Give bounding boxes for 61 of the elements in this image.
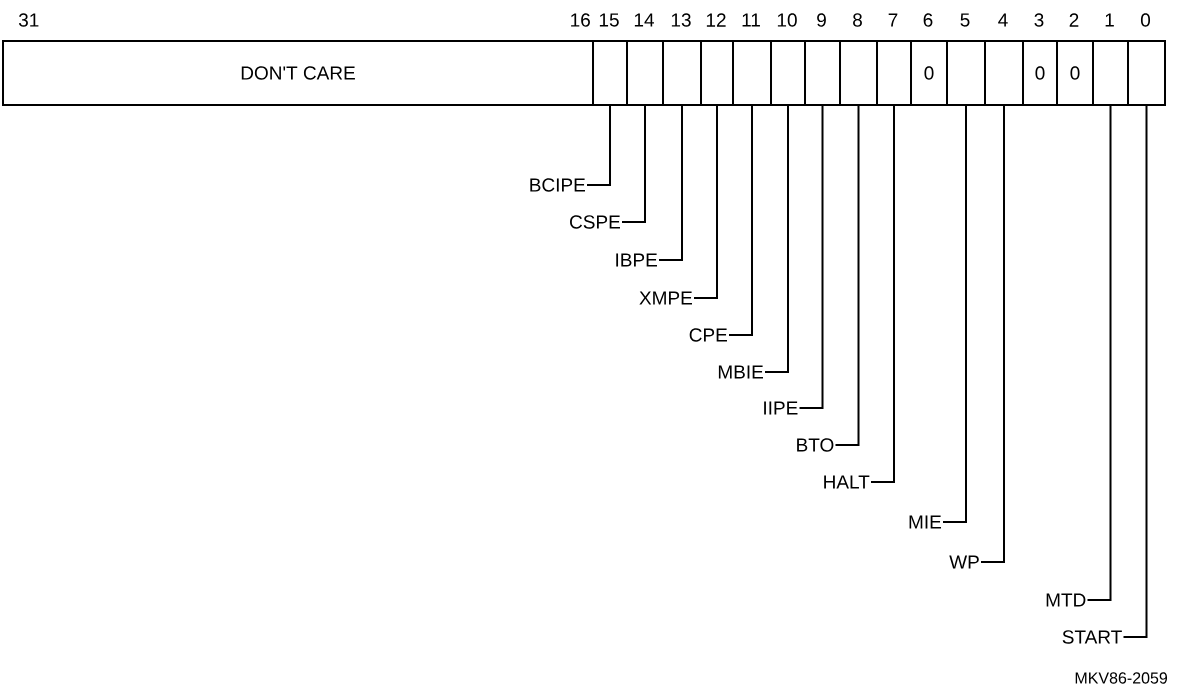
field-label: MTD [1046, 593, 1086, 607]
field-label: CSPE [570, 215, 620, 229]
field-label: MBIE [718, 365, 763, 379]
register-field: 0 [1056, 40, 1094, 106]
figure-id: MKV86-2059 [1075, 672, 1168, 684]
field-label: IBPE [616, 253, 657, 267]
register-field [626, 40, 664, 106]
bit-number: 11 [742, 13, 760, 27]
bit-number: 15 [599, 13, 619, 27]
register-field [839, 40, 878, 106]
field-label: HALT [824, 475, 870, 489]
bit-number: 12 [706, 13, 726, 27]
field-label: WP [949, 555, 979, 569]
bit-number: 3 [1034, 13, 1044, 27]
field-label: XMPE [639, 291, 692, 305]
bit-number: 8 [853, 13, 862, 27]
register-field [732, 40, 772, 106]
bit-number: 4 [998, 13, 1008, 27]
register-field [804, 40, 841, 106]
register-field: 0 [1022, 40, 1058, 106]
leader-line [980, 105, 1005, 563]
leader-line [621, 105, 646, 223]
bit-number: 2 [1069, 13, 1079, 27]
register-field [770, 40, 806, 106]
register-field [984, 40, 1024, 106]
register-field [946, 40, 986, 106]
register-field [700, 40, 734, 106]
field-label: IIPE [764, 401, 798, 415]
leader-line [658, 105, 683, 261]
register-field [1092, 40, 1129, 106]
leader-line [586, 105, 611, 186]
bit-number: 14 [634, 13, 654, 27]
leader-line [942, 105, 967, 523]
leader-line [1086, 105, 1112, 601]
leader-line [1122, 105, 1148, 638]
leader-line [728, 105, 753, 336]
bit-number: 16 [571, 13, 590, 27]
register-field [1127, 40, 1166, 106]
bit-number: 10 [777, 13, 797, 27]
register-field [592, 40, 628, 106]
leader-line [693, 105, 718, 299]
field-label: START [1062, 630, 1122, 644]
bit-number: 13 [671, 13, 691, 27]
register-field [662, 40, 702, 106]
bit-number: 6 [923, 13, 933, 27]
bit-number: 0 [1140, 13, 1151, 27]
bit-number: 1 [1105, 13, 1114, 27]
leader-line [798, 105, 824, 409]
field-label: MIE [909, 515, 941, 529]
register-field: DON'T CARE [2, 40, 594, 106]
bit-number: 7 [888, 13, 898, 27]
register-field: 0 [910, 40, 948, 106]
register-field [876, 40, 912, 106]
leader-line [870, 105, 895, 483]
field-label: BCIPE [530, 178, 585, 192]
field-label: BTO [797, 438, 834, 452]
bit-number: 9 [817, 13, 826, 27]
field-label: CPE [689, 328, 727, 342]
leader-line [834, 105, 860, 446]
leader-line [764, 105, 789, 373]
bit-number: 5 [960, 13, 970, 27]
